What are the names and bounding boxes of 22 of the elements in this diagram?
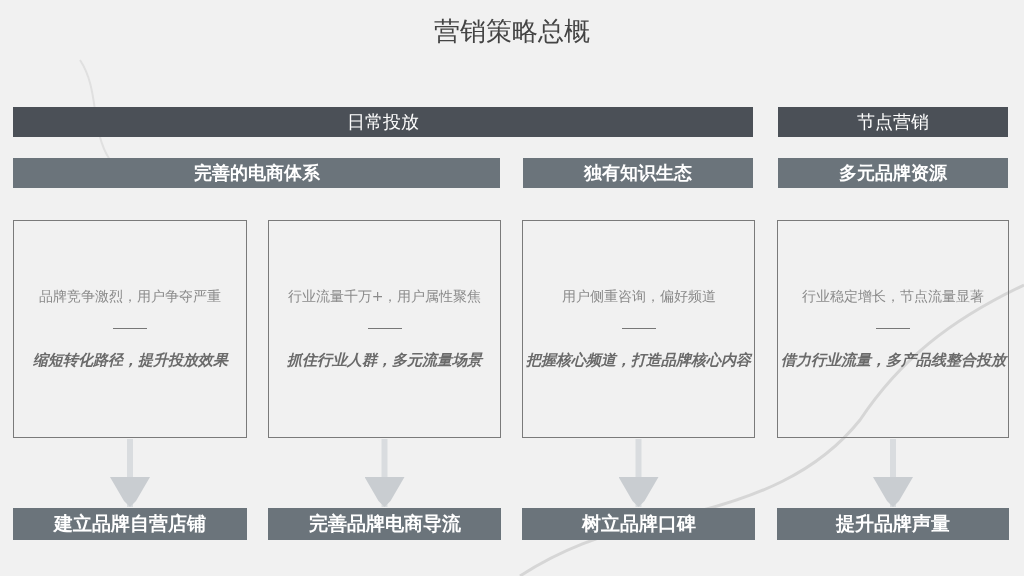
strategy-text: 缩短转化路径，提升投放效果 (32, 351, 228, 370)
title: 营销策略总概 (433, 15, 591, 48)
category-header: 多元品牌资源 (778, 158, 1008, 188)
situation-text: 品牌竞争激烈，用户争夺严重 (39, 288, 221, 306)
info-card (777, 220, 1009, 438)
result-bar: 建立品牌自营店铺 (13, 508, 247, 540)
info-card (522, 220, 755, 438)
category-header: 完善的电商体系 (13, 158, 500, 188)
situation-text: 行业流量千万+，用户属性聚焦 (287, 288, 482, 306)
situation-text: 行业稳定增长，节点流量显著 (802, 288, 984, 306)
info-card (268, 220, 501, 438)
result-bar: 树立品牌口碑 (522, 508, 755, 540)
situation-text: 用户侧重咨询，偏好频道 (561, 288, 716, 306)
strategy-text: 把握核心频道，打造品牌核心内容 (526, 351, 751, 370)
strategy-text: 抓住行业人群，多元流量场景 (287, 351, 482, 370)
strategy-text: 借力行业流量，多产品线整合投放 (780, 351, 1006, 370)
section-band: 日常投放 (13, 107, 753, 137)
info-card (13, 220, 247, 438)
category-header: 独有知识生态 (523, 158, 753, 188)
result-bar: 完善品牌电商导流 (268, 508, 501, 540)
section-band: 节点营销 (778, 107, 1008, 137)
result-bar: 提升品牌声量 (777, 508, 1009, 540)
